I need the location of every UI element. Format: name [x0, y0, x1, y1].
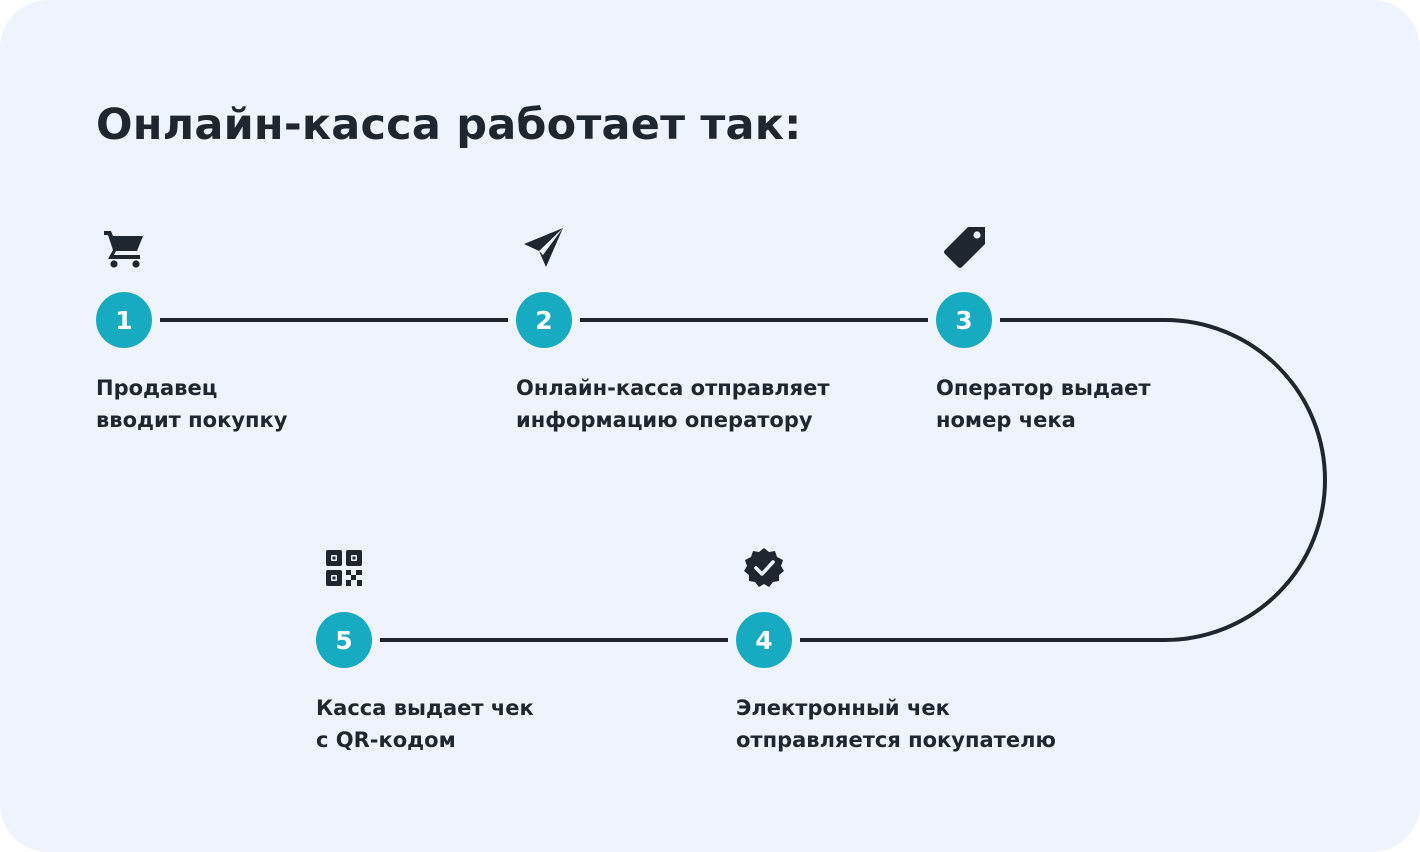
- step-5-number: 5: [316, 612, 372, 668]
- step-1-number: 1: [96, 292, 152, 348]
- step-1-label: Продавец вводит покупку: [96, 376, 288, 432]
- step-4-label: Электронный чек отправляется покупателю: [736, 696, 1056, 752]
- shopping-cart-icon: [102, 226, 146, 270]
- connector-3-4: [800, 318, 1327, 642]
- step-2-number: 2: [516, 292, 572, 348]
- verified-badge-icon: [742, 546, 786, 590]
- step-4-number: 4: [736, 612, 792, 668]
- paper-plane-icon: [522, 226, 566, 270]
- step-5-label: Касса выдает чек с QR-кодом: [316, 696, 534, 752]
- step-3-number: 3: [936, 292, 992, 348]
- step-2-label: Онлайн-касса отправляет информацию опера…: [516, 376, 830, 432]
- tag-icon: [942, 226, 986, 270]
- step-3-label: Оператор выдает номер чека: [936, 376, 1151, 432]
- qr-code-icon: [322, 546, 366, 590]
- page-title: Онлайн-касса работает так:: [96, 100, 802, 150]
